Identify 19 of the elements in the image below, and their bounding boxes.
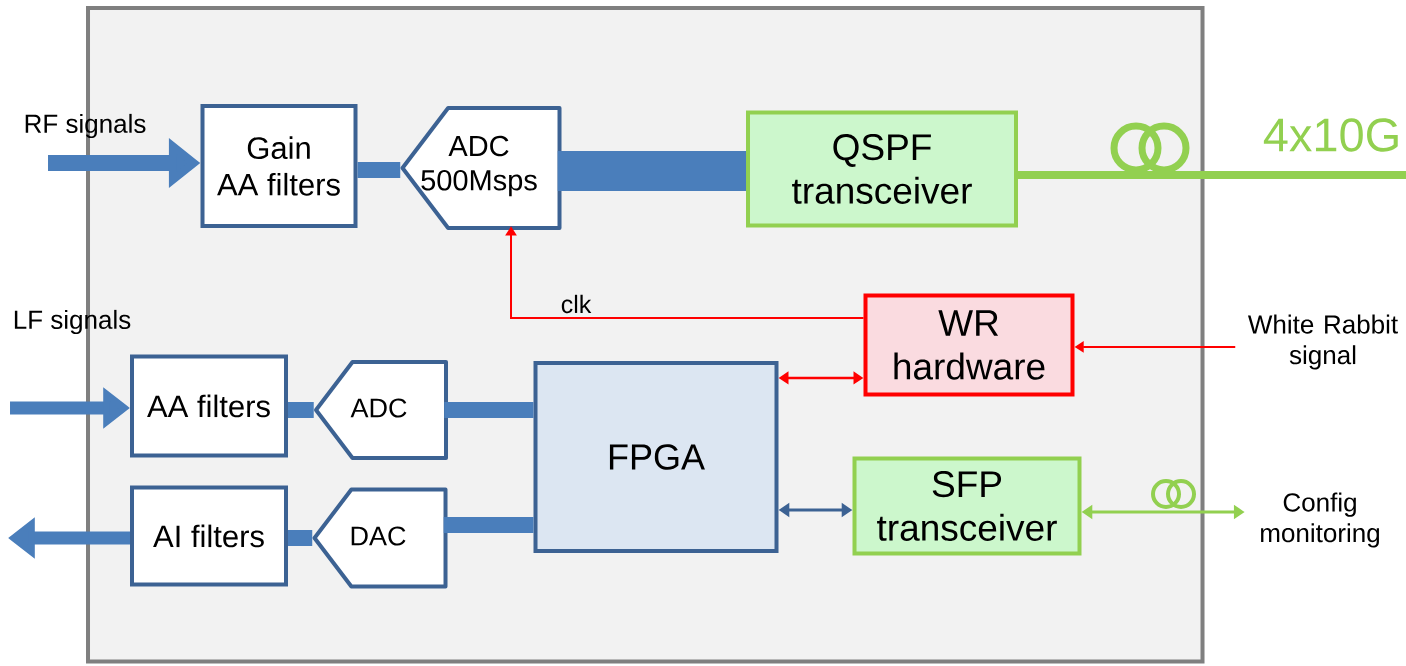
bus-bar (288, 402, 314, 418)
bus-bar (288, 530, 313, 546)
edge-label: clk (559, 293, 593, 315)
bus-bar (357, 162, 401, 178)
bus-bar (557, 151, 746, 191)
fpga-box: FPGA (533, 361, 779, 553)
signal-label: LF signals (14, 309, 131, 335)
signal-label: RF signals (25, 113, 146, 139)
hardware-box: WR hardware (863, 293, 1075, 397)
edge-label: 4x10G (1261, 117, 1403, 153)
bus-bar (443, 517, 534, 533)
bus-bar (444, 402, 534, 418)
signal-label: White Rabbit signal (1247, 314, 1398, 370)
filter-box: AI filters (130, 485, 288, 587)
transceiver-box: QSPF transceiver (746, 110, 1018, 228)
transceiver-box: SFP transceiver (852, 456, 1082, 556)
filter-box: Gain AA filters (200, 104, 358, 228)
filter-box: AA filters (130, 354, 288, 458)
signal-label: Config monitoring (1261, 492, 1379, 548)
